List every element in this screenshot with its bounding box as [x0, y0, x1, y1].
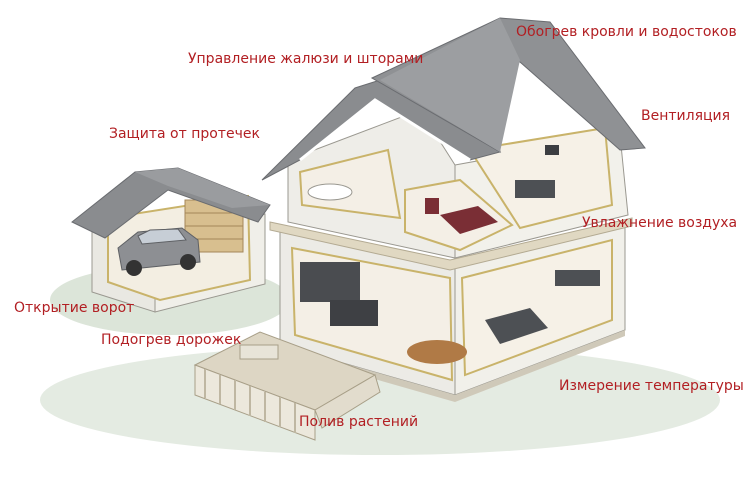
gable-trim [299, 98, 471, 162]
temperature-label: Измерение температуры [559, 378, 744, 394]
main-roof-slope [380, 18, 520, 152]
main-house [261, 17, 646, 402]
wall-tv [545, 145, 559, 155]
dining-table [407, 340, 467, 364]
sofa [485, 308, 548, 344]
bathroom-interior [298, 148, 402, 220]
deck-table [239, 344, 279, 360]
upper-floor-slab [269, 217, 633, 271]
attic-room-interior [468, 126, 614, 230]
ventilation-label: Вентиляция [641, 108, 731, 124]
car [117, 227, 201, 276]
attic-bed [515, 180, 555, 198]
kitchen-cabinets [300, 262, 360, 302]
bed [440, 206, 498, 234]
blinds-control-label: Управление жалюзи и шторами [188, 51, 424, 67]
kitchen-island [330, 300, 378, 326]
leak-protection-label: Защита от протечек [109, 126, 260, 142]
office-desk [555, 270, 600, 286]
gate-opening-label: Открытие ворот [14, 300, 135, 316]
armchair [425, 198, 439, 214]
deck-steps [314, 374, 381, 429]
deck [193, 331, 381, 441]
path-heating-label: Подогрев дорожек [101, 332, 242, 348]
bathtub [307, 183, 353, 201]
watering-label: Полив растений [299, 414, 419, 430]
garage [71, 167, 271, 313]
humidification-label: Увлажнение воздуха [582, 215, 738, 231]
garage-roof-top [135, 168, 270, 208]
deck-front [194, 364, 316, 441]
roof-heating-label: Обогрев кровли и водостоков [516, 24, 737, 40]
